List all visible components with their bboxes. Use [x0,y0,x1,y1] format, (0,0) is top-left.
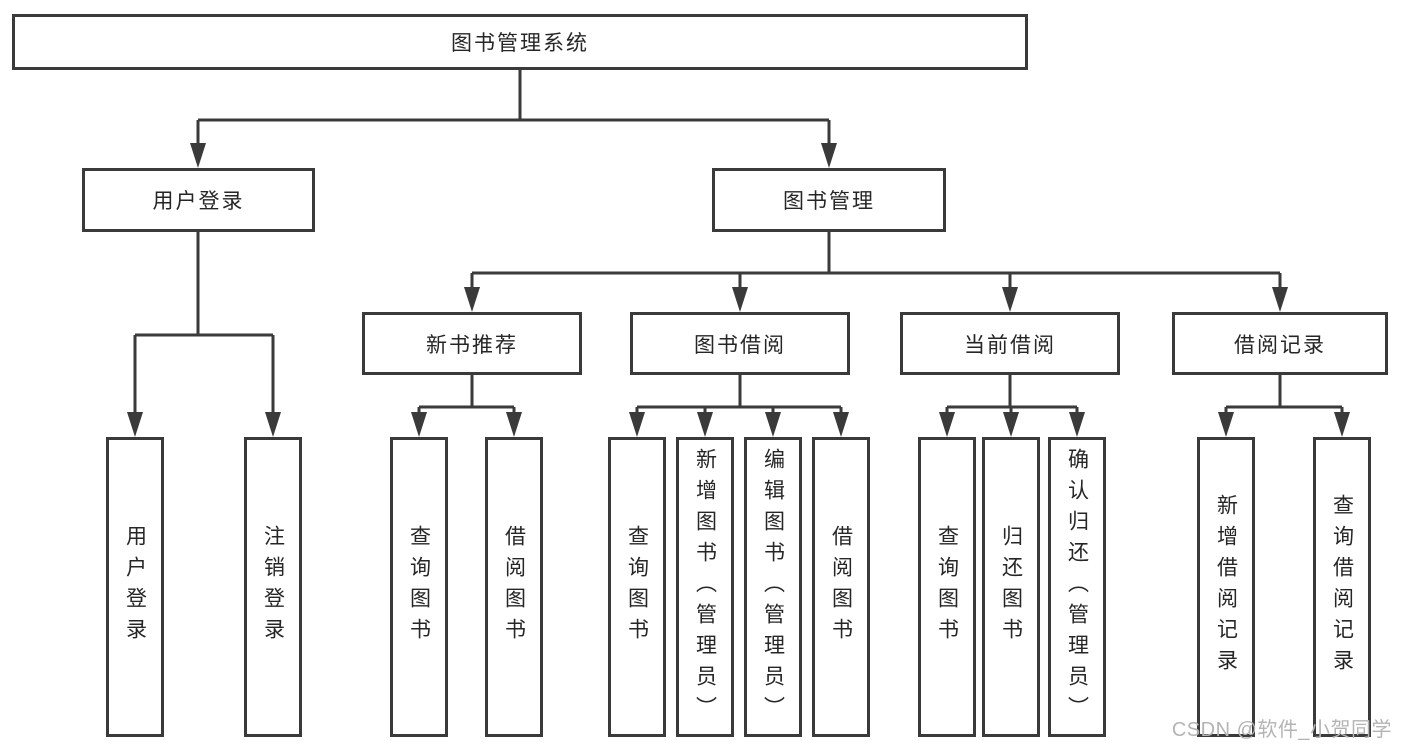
node-new-book: 新书推荐 [362,312,582,375]
leaf-label: 查询图书 [935,525,959,649]
leaf-label: 新增借阅记录 [1214,494,1238,680]
leaf-label: 注销登录 [261,525,285,649]
node-leaf-borrow-borrow: 借阅图书 [812,437,870,737]
leaf-label: 借阅图书 [829,525,853,649]
node-new-book-label: 新书推荐 [426,333,518,357]
node-leaf-record-query: 查询借阅记录 [1313,437,1371,737]
node-leaf-newbook-query: 查询图书 [390,437,448,737]
node-book-mgmt: 图书管理 [712,168,946,232]
node-leaf-logout: 注销登录 [244,437,302,737]
node-leaf-user-login: 用户登录 [106,437,164,737]
node-leaf-borrow-add: 新增图书（管理员） [676,437,734,737]
node-leaf-borrow-query: 查询图书 [608,437,666,737]
node-leaf-current-confirm: 确认归还（管理员） [1048,437,1106,737]
node-leaf-borrow-edit: 编辑图书（管理员） [744,437,802,737]
leaf-label: 确认归还（管理员） [1065,447,1089,727]
arrow-down-icons [127,143,1350,437]
leaf-label: 用户登录 [123,525,147,649]
leaf-label: 编辑图书（管理员） [761,447,785,727]
node-current-borrow: 当前借阅 [900,312,1120,375]
node-book-borrow-label: 图书借阅 [694,333,786,357]
leaf-label: 查询图书 [407,525,431,649]
node-book-borrow: 图书借阅 [630,312,850,375]
node-leaf-newbook-borrow: 借阅图书 [485,437,543,737]
node-borrow-record: 借阅记录 [1172,312,1388,375]
leaf-label: 查询图书 [625,525,649,649]
leaf-label: 查询借阅记录 [1330,494,1354,680]
node-book-mgmt-label: 图书管理 [783,190,875,213]
watermark: CSDN @软件_小贺同学 [1171,719,1392,741]
node-root: 图书管理系统 [12,14,1028,70]
leaf-label: 新增图书（管理员） [693,447,717,727]
node-current-borrow-label: 当前借阅 [964,333,1056,357]
node-user-login-label: 用户登录 [152,190,245,213]
node-root-label: 图书管理系统 [451,32,589,55]
node-borrow-record-label: 借阅记录 [1234,333,1326,357]
leaf-label: 归还图书 [999,525,1023,649]
leaf-label: 借阅图书 [502,525,526,649]
node-user-login: 用户登录 [82,168,315,232]
node-leaf-record-add: 新增借阅记录 [1197,437,1255,737]
node-leaf-current-return: 归还图书 [982,437,1040,737]
node-leaf-current-query: 查询图书 [918,437,976,737]
